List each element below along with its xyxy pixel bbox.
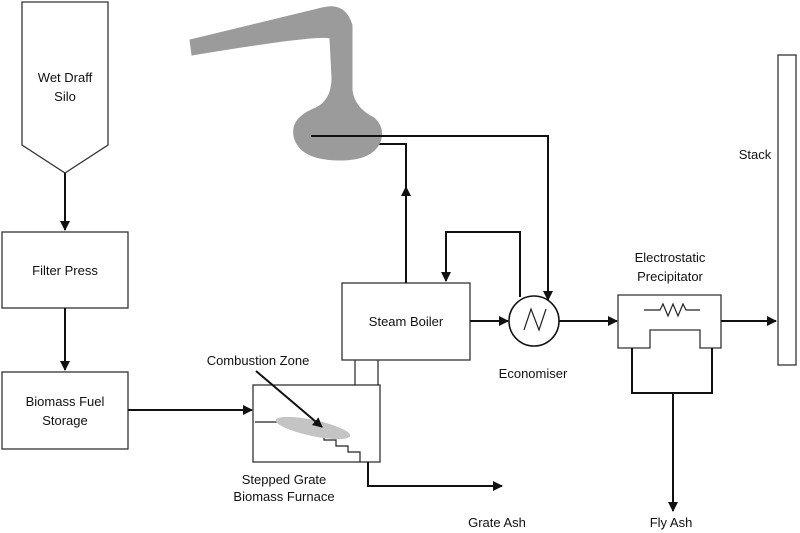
stack-label: Stack: [739, 147, 772, 162]
combustion-zone-shape: [275, 416, 351, 440]
still-to-economiser-arrow: [311, 135, 553, 301]
filter-press: Filter Press: [1, 231, 129, 309]
biomass-fuel-storage: Biomass Fuel Storage: [1, 371, 129, 450]
stepped-grate-furnace: Combustion Zone Stepped Grate Biomass Fu…: [207, 353, 381, 504]
economiser-return-arrow: [441, 231, 521, 297]
grate-ash-label: Grate Ash: [468, 515, 526, 530]
economiser-coil: [523, 307, 547, 332]
steam-boiler: Steam Boiler: [341, 282, 471, 361]
fly-ash-label: Fly Ash: [650, 515, 693, 530]
storage-label-line1: Biomass Fuel: [26, 394, 105, 409]
combustion-zone-label: Combustion Zone: [207, 353, 310, 368]
economiser: Economiser: [499, 295, 568, 381]
silo-label-line2: Silo: [54, 89, 76, 104]
grate-ash-arrow: [367, 462, 503, 491]
electrostatic-precipitator: Electrostatic Precipitator: [617, 250, 722, 349]
furnace-label-line1: Stepped Grate: [242, 472, 327, 487]
steam-boiler-label: Steam Boiler: [369, 314, 444, 329]
stack: Stack: [739, 54, 797, 366]
economiser-label: Economiser: [499, 366, 568, 381]
silo-label-line1: Wet Draff: [38, 70, 93, 85]
resistor-symbol: [644, 302, 700, 318]
filter-press-label: Filter Press: [32, 263, 98, 278]
precipitator-label-line1: Electrostatic: [635, 250, 706, 265]
wet-draff-silo: Wet Draff Silo: [21, 1, 109, 174]
pot-still: [189, 6, 382, 161]
furnace-label-line2: Biomass Furnace: [233, 489, 334, 504]
precipitator-label-line2: Precipitator: [637, 269, 703, 284]
combustion-zone-pointer: [255, 370, 323, 428]
storage-label-line2: Storage: [42, 413, 88, 428]
fly-ash-hopper-line: [631, 348, 713, 394]
